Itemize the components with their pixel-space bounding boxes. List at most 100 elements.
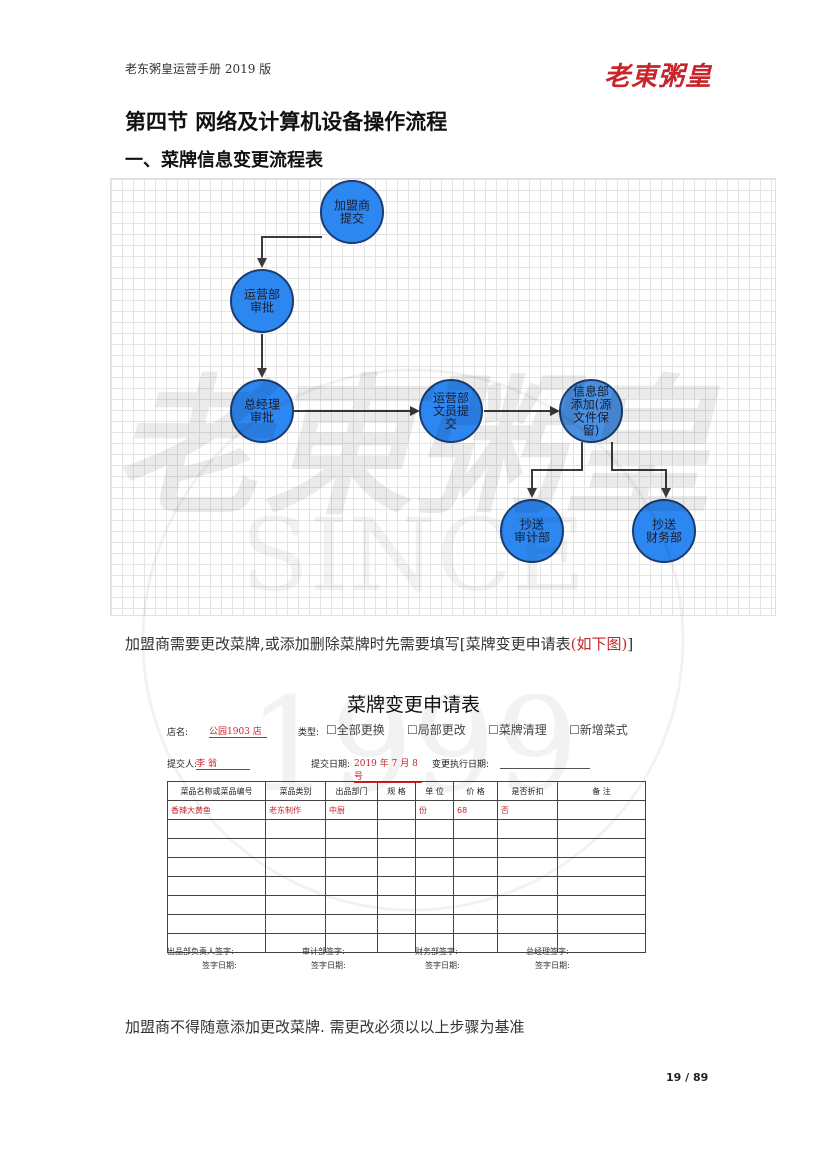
table-cell[interactable] <box>557 857 646 877</box>
table-cell[interactable] <box>325 876 378 896</box>
column-header: 是否折扣 <box>497 781 558 801</box>
type-option-menu-cleanup[interactable]: ☐菜牌清理 <box>488 723 547 737</box>
section-title: 第四节 网络及计算机设备操作流程 <box>125 110 448 134</box>
table-cell[interactable] <box>415 838 454 858</box>
header-doc-title: 老东粥皇运营手册 2019 版 <box>125 62 272 76</box>
table-cell[interactable] <box>497 857 558 877</box>
column-header: 单 位 <box>415 781 454 801</box>
submitter-value: 李 翁 <box>196 756 250 770</box>
table-cell[interactable] <box>497 838 558 858</box>
table-cell[interactable] <box>167 895 266 915</box>
submit-date-label: 提交日期: <box>311 760 351 770</box>
table-cell[interactable] <box>415 819 454 839</box>
table-cell[interactable] <box>557 800 646 820</box>
table-cell[interactable] <box>265 857 326 877</box>
table-cell[interactable]: 否 <box>497 800 558 820</box>
table-cell[interactable] <box>453 895 498 915</box>
table-cell[interactable] <box>415 857 454 877</box>
flow-node-label: 添加(源 <box>571 398 612 412</box>
exec-date-label: 变更执行日期: <box>432 760 490 770</box>
table-cell[interactable] <box>265 876 326 896</box>
table-cell[interactable] <box>497 895 558 915</box>
table-row <box>167 895 646 915</box>
type-option-full-replace[interactable]: ☐全部更换 <box>326 723 385 737</box>
sign-kitchen-date: 签字日期: <box>202 961 237 970</box>
table-cell[interactable] <box>265 895 326 915</box>
sign-audit-date: 签字日期: <box>311 961 346 970</box>
table-cell[interactable] <box>265 819 326 839</box>
flow-node-label: 留) <box>583 424 600 438</box>
table-cell[interactable] <box>325 819 378 839</box>
table-cell[interactable] <box>415 895 454 915</box>
type-option-partial-change[interactable]: ☐局部更改 <box>407 723 466 737</box>
brand-logo: 老東粥皇 <box>604 62 713 92</box>
table-cell[interactable] <box>167 857 266 877</box>
table-cell[interactable]: 份 <box>415 800 454 820</box>
table-cell[interactable] <box>415 914 454 934</box>
table-cell[interactable] <box>265 838 326 858</box>
table-cell[interactable] <box>325 914 378 934</box>
table-cell[interactable] <box>167 819 266 839</box>
table-row <box>167 914 646 934</box>
table-cell[interactable] <box>167 876 266 896</box>
table-cell[interactable] <box>325 895 378 915</box>
flow-node-label: 交 <box>445 416 457 431</box>
type-label: 类型: <box>298 728 320 738</box>
submit-date-value: 2019 年 7 月 8 号 <box>354 756 422 783</box>
table-cell[interactable] <box>377 819 416 839</box>
table-cell[interactable] <box>453 857 498 877</box>
table-cell[interactable] <box>497 914 558 934</box>
table-cell[interactable] <box>415 876 454 896</box>
column-header: 菜品名称或菜品编号 <box>167 781 266 801</box>
table-cell[interactable]: 68 <box>453 800 498 820</box>
table-row <box>167 933 646 953</box>
table-cell[interactable] <box>557 933 646 953</box>
table-cell[interactable]: 中厨 <box>325 800 378 820</box>
menu-change-table: 菜品名称或菜品编号菜品类别出品部门规 格单 位价 格是否折扣备 注 香辣大黄鱼老… <box>167 781 646 953</box>
table-header-row: 菜品名称或菜品编号菜品类别出品部门规 格单 位价 格是否折扣备 注 <box>167 781 646 801</box>
table-cell[interactable] <box>453 819 498 839</box>
table-row <box>167 857 646 877</box>
flow-node-label: 文件保 <box>573 410 609 425</box>
table-cell[interactable] <box>377 838 416 858</box>
table-cell[interactable] <box>557 895 646 915</box>
table-cell[interactable] <box>557 876 646 896</box>
table-cell[interactable] <box>167 838 266 858</box>
table-cell[interactable] <box>265 914 326 934</box>
table-cell[interactable] <box>377 800 416 820</box>
table-cell[interactable] <box>557 914 646 934</box>
table-cell[interactable] <box>557 838 646 858</box>
table-cell[interactable] <box>377 914 416 934</box>
type-option-new-dish[interactable]: ☐新增菜式 <box>569 723 628 737</box>
table-cell[interactable] <box>557 819 646 839</box>
table-cell[interactable] <box>325 857 378 877</box>
flow-node-label: 运营部 <box>433 390 469 405</box>
table-cell[interactable] <box>497 819 558 839</box>
exec-date-field[interactable] <box>500 768 590 769</box>
table-cell[interactable] <box>453 933 498 953</box>
table-cell[interactable] <box>325 838 378 858</box>
table-cell[interactable] <box>167 914 266 934</box>
flow-node-label: 审计部 <box>514 530 550 545</box>
table-row <box>167 876 646 896</box>
sign-finance: 财务部签字: <box>415 947 458 956</box>
table-cell[interactable] <box>377 876 416 896</box>
table-cell[interactable]: 香辣大黄鱼 <box>167 800 266 820</box>
table-cell[interactable] <box>453 914 498 934</box>
table-cell[interactable] <box>377 857 416 877</box>
table-cell[interactable] <box>377 895 416 915</box>
edge-n1-n2 <box>257 236 322 268</box>
table-cell[interactable] <box>453 838 498 858</box>
table-cell[interactable]: 老东制作 <box>265 800 326 820</box>
table-cell[interactable] <box>497 876 558 896</box>
table-cell[interactable] <box>453 876 498 896</box>
table-cell[interactable] <box>377 933 416 953</box>
flow-node-label: 抄送 <box>520 517 544 532</box>
sign-audit: 审计部签字: <box>302 947 345 956</box>
